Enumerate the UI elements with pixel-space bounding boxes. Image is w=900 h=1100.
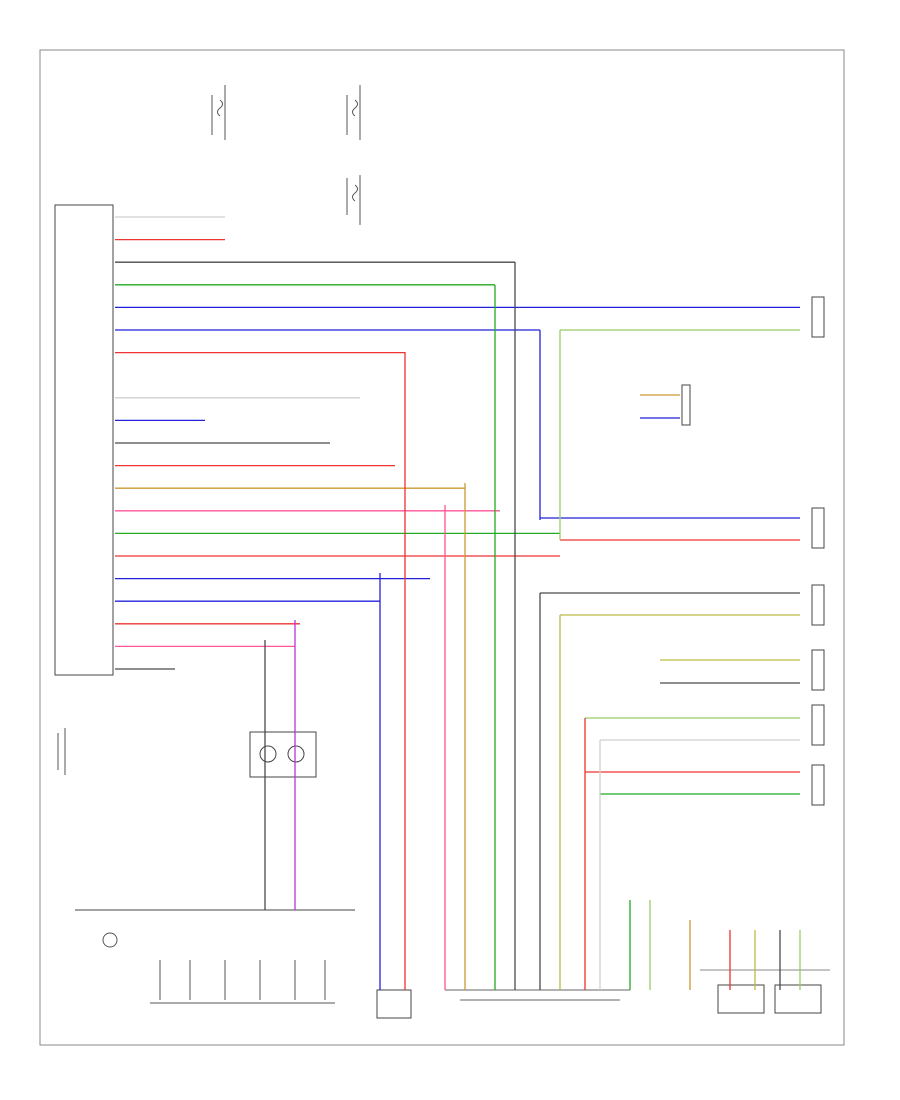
- left-rear-speaker-connector: [811, 649, 825, 691]
- right-front-speaker-connector: [811, 764, 825, 806]
- clock-spring-connector: [376, 989, 412, 1019]
- steering-audio-switches: [150, 960, 335, 1004]
- left-front-speaker-connector: [811, 584, 825, 626]
- center-speaker-connectors: [700, 969, 830, 1014]
- external-audio-input-jack: [57, 728, 66, 775]
- vertical-harness-wires: [264, 262, 801, 990]
- left-front-tweeter-connector: [811, 296, 825, 338]
- fuse-block-right: [346, 85, 361, 225]
- fuse-block-left: [211, 85, 226, 140]
- ground-bus: [75, 909, 355, 948]
- steering-switch-box: [249, 731, 317, 778]
- right-front-tweeter-connector: [811, 507, 825, 549]
- audio-unit-box: [54, 204, 114, 676]
- diagram-frame: [39, 49, 845, 1046]
- audio-harness-wires: [115, 216, 800, 795]
- bose-amp-bottom-harness: [445, 989, 630, 1001]
- bose-amp-connector: [681, 384, 691, 426]
- left-tweeter-connector: [811, 704, 825, 746]
